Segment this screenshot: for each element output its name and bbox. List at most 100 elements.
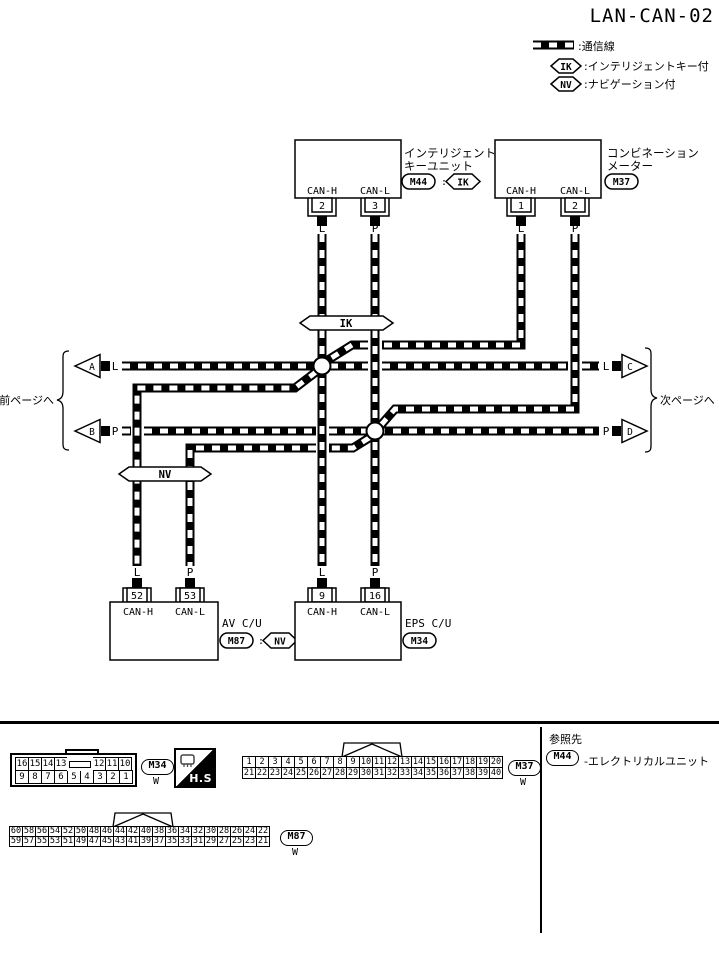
- connector-tag-m87: [219, 632, 254, 649]
- legend-nv-tag: NV: [560, 80, 572, 91]
- pin-cell: 49: [74, 836, 88, 847]
- pin-av-can-h: L 52: [122, 566, 152, 603]
- pin-cell: 24: [281, 767, 295, 779]
- pin-cell: 21: [256, 836, 270, 847]
- wire-color-label: P: [603, 425, 610, 438]
- reference-heading: 参照先: [549, 733, 582, 746]
- pin-cell: 57: [22, 836, 36, 847]
- pin-cell: 5: [67, 770, 81, 784]
- pin-cell: 33: [178, 836, 192, 847]
- next-page-label: 次ページへ: [660, 393, 715, 407]
- pin-cell: 8: [28, 770, 42, 784]
- pin-cell: 14: [41, 757, 55, 771]
- ik-can-h-label: CAN-H: [307, 186, 337, 197]
- unit-box-combination-meter: [494, 139, 602, 199]
- connector-color-m34: W: [153, 776, 160, 787]
- connector-tag-m37: [604, 173, 639, 190]
- pin-cell: 22: [255, 767, 269, 779]
- pin-cell: 2: [106, 770, 120, 784]
- pin-cell: 35: [424, 767, 438, 779]
- wire-color-label: L: [518, 222, 525, 235]
- pin-cell: 59: [9, 836, 23, 847]
- connector-color-m87: W: [292, 847, 299, 858]
- pin-ik-can-h: 2 L: [307, 197, 337, 235]
- svg-text:16: 16: [369, 591, 381, 602]
- pin-cell: 51: [61, 836, 75, 847]
- page-title: LAN-CAN-02: [590, 5, 714, 27]
- pin-cell: 32: [385, 767, 399, 779]
- unit-box-eps-cu: [294, 601, 402, 661]
- connector-tag-m44: [401, 173, 436, 190]
- wire-cm-can-l-branch-dash: [379, 234, 578, 427]
- pin-cell: 25: [294, 767, 308, 779]
- m34-housing-notch: [65, 749, 99, 755]
- pin-cell: 37: [450, 767, 464, 779]
- eps-can-h-label: CAN-H: [307, 607, 337, 618]
- legend: :通信線 IK :インテリジェントキー付 NV :ナビゲーション付: [533, 39, 709, 92]
- pin-cell: 31: [372, 767, 386, 779]
- cm-unit-name-line1: コンビネーション: [607, 146, 699, 160]
- pin-av-can-l: P 53: [175, 566, 205, 603]
- pin-cell: 34: [411, 767, 425, 779]
- cm-can-l-label: CAN-L: [560, 186, 590, 197]
- svg-text:3: 3: [372, 201, 378, 212]
- wire-color-label: L: [603, 360, 610, 373]
- ik-colon: :: [441, 177, 447, 188]
- wire-color-label: P: [372, 222, 379, 235]
- svg-text:IK: IK: [340, 318, 353, 330]
- wire-av-can-l-branch2-dash: [187, 445, 316, 566]
- connector-label-m87: M87: [280, 830, 313, 846]
- wire-cm-can-h-branch2-dash: [326, 342, 368, 363]
- section-separator: [0, 721, 719, 724]
- connector-key-slot: [67, 757, 93, 771]
- av-colon: :: [258, 636, 264, 647]
- pin-cell: 37: [152, 836, 166, 847]
- pin-cell: 25: [230, 836, 244, 847]
- branch-banner-ik: [298, 315, 395, 331]
- pin-cell: 6: [54, 770, 68, 784]
- svg-text:NV: NV: [274, 637, 286, 648]
- pin-cell: 45: [100, 836, 114, 847]
- reference-connector-m44: M44: [546, 750, 579, 766]
- wire-color-label: P: [187, 566, 194, 579]
- m37-connector-tab: [341, 742, 403, 757]
- connector-label-m34: M34: [141, 759, 174, 775]
- pin-cell: 36: [437, 767, 451, 779]
- hs-logo-text: H.S: [189, 772, 212, 785]
- svg-text:M87: M87: [228, 636, 245, 647]
- pin-eps-can-l: P 16: [360, 566, 390, 603]
- av-can-l-label: CAN-L: [175, 607, 205, 618]
- pin-cell: 47: [87, 836, 101, 847]
- pin-cell: 26: [307, 767, 321, 779]
- reference-divider: [540, 727, 542, 933]
- pin-cm-can-l: 2 P: [560, 197, 590, 235]
- triangle-connector-b: [73, 418, 101, 444]
- pin-cell: 23: [243, 836, 257, 847]
- svg-text:B: B: [89, 427, 95, 438]
- svg-text:M44: M44: [410, 177, 427, 188]
- triangle-connector-c: [621, 353, 649, 379]
- svg-text:52: 52: [131, 591, 143, 602]
- triangle-connector-d: [621, 418, 649, 444]
- junction-can-l: [365, 421, 385, 441]
- legend-nv-hexagon: [549, 76, 583, 92]
- pin-eps-can-h: L 9: [307, 566, 337, 603]
- pin-cell: 4: [80, 770, 94, 784]
- prev-page-label: 前ページへ: [0, 393, 54, 407]
- pin-cell: 27: [217, 836, 231, 847]
- cm-can-h-label: CAN-H: [506, 186, 536, 197]
- pin-cell: 53: [48, 836, 62, 847]
- wire-color-label: P: [112, 425, 119, 438]
- eps-can-l-label: CAN-L: [360, 607, 390, 618]
- av-can-h-label: CAN-H: [123, 607, 153, 618]
- pin-cell: 39: [139, 836, 153, 847]
- av-unit-name: AV C/U: [222, 617, 262, 630]
- pin-cell: 15: [28, 757, 42, 771]
- pin-cell: 40: [489, 767, 503, 779]
- svg-text:NV: NV: [159, 469, 172, 481]
- wire-cm-can-h-branch-dash: [382, 234, 524, 348]
- pin-cell: 12: [92, 757, 106, 771]
- connector-label-m37: M37: [508, 760, 541, 776]
- pin-cell: 11: [105, 757, 119, 771]
